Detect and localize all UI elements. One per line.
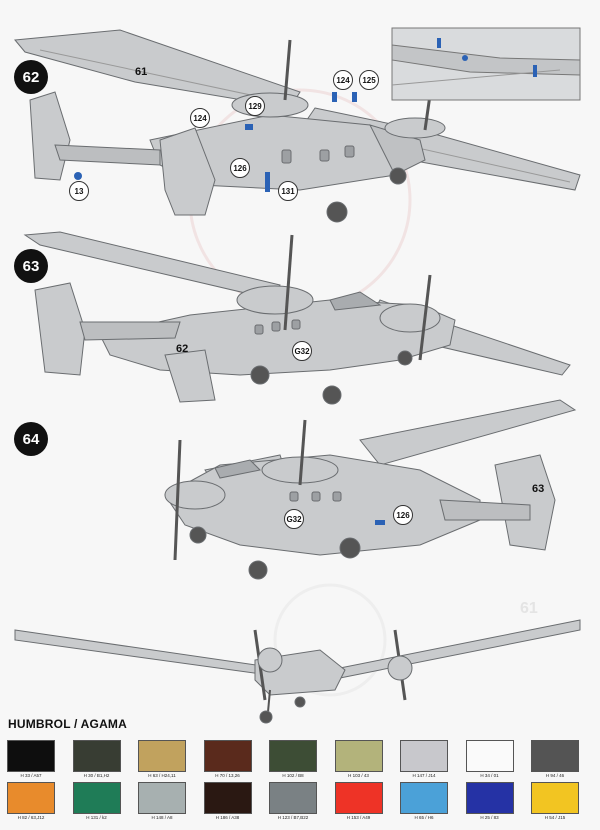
step-badge-62: 62: [14, 60, 48, 94]
part-callout: G32: [292, 341, 312, 361]
part-callout: G32: [284, 509, 304, 529]
paint-code-label: H 82 / 63,J12: [17, 815, 45, 820]
paint-swatch: [400, 740, 448, 772]
paint-swatch: [531, 740, 579, 772]
paint-code-label: H 34 / 01: [480, 773, 499, 778]
paint-code-label: H 54 / J15: [544, 815, 566, 820]
paint-swatch: [203, 782, 252, 814]
paint-code-label: H 33 / A57: [20, 773, 42, 778]
paint-swatch: [400, 782, 448, 814]
paint-code-label: H 123 / B7,B22: [277, 815, 309, 820]
aircraft-final-view: [14, 619, 581, 724]
paint-code-label: H 63 / H24,11: [148, 773, 176, 778]
paint-swatch: [138, 782, 186, 814]
paint-swatch: [531, 782, 579, 814]
paint-swatch: [138, 740, 186, 772]
paint-swatch: [7, 740, 55, 772]
paint-swatch: [269, 740, 317, 772]
part-label: 63: [532, 483, 545, 495]
paint-code-label: H 131 / k2: [86, 815, 107, 820]
paint-code-label: H 65 / H6: [414, 815, 434, 820]
part-callout: 126: [230, 158, 250, 178]
paint-code-label: H 186 / A38: [215, 815, 240, 820]
detail-inset: [391, 27, 581, 101]
aircraft-step-64: [164, 399, 577, 580]
part-callout: 124: [333, 70, 353, 90]
paint-swatch: [269, 782, 317, 814]
part-callout: 125: [359, 70, 379, 90]
part-label: 61: [135, 66, 148, 78]
paint-code-label: H 153 / A49: [346, 815, 371, 820]
step-badge-64: 64: [14, 422, 48, 456]
paint-swatch: [334, 740, 383, 772]
aircraft-step-63: [23, 231, 571, 405]
paint-code-label: H 148 / A8: [151, 815, 173, 820]
paint-code-label: H 30 / B1,H2: [83, 773, 110, 778]
step-badge-63: 63: [14, 249, 48, 283]
paint-swatch: [72, 740, 121, 772]
part-label: 62: [176, 343, 189, 355]
paint-swatch: [465, 782, 514, 814]
paint-code-label: H 147 / J14: [412, 773, 436, 778]
paint-code-label: H 25 / 83: [480, 815, 499, 820]
watermark: 61: [520, 600, 538, 617]
paint-swatch: [203, 740, 252, 772]
part-callout: 124: [190, 108, 210, 128]
paint-code-label: H 103 / 43: [348, 773, 369, 778]
paint-swatch: [72, 782, 121, 814]
part-callout: 126: [393, 505, 413, 525]
part-callout: 13: [69, 181, 89, 201]
part-callout: 129: [245, 96, 265, 116]
paint-swatch: [7, 782, 55, 814]
part-callout: 131: [278, 181, 298, 201]
palette-title: HUMBROL / AGAMA: [8, 717, 127, 731]
paint-code-label: H 70 / 13,26: [215, 773, 240, 778]
paint-code-label: H 94 / 46: [545, 773, 565, 778]
paint-swatch: [465, 740, 514, 772]
paint-swatch: [334, 782, 383, 814]
paint-code-label: H 102 / B8: [282, 773, 304, 778]
